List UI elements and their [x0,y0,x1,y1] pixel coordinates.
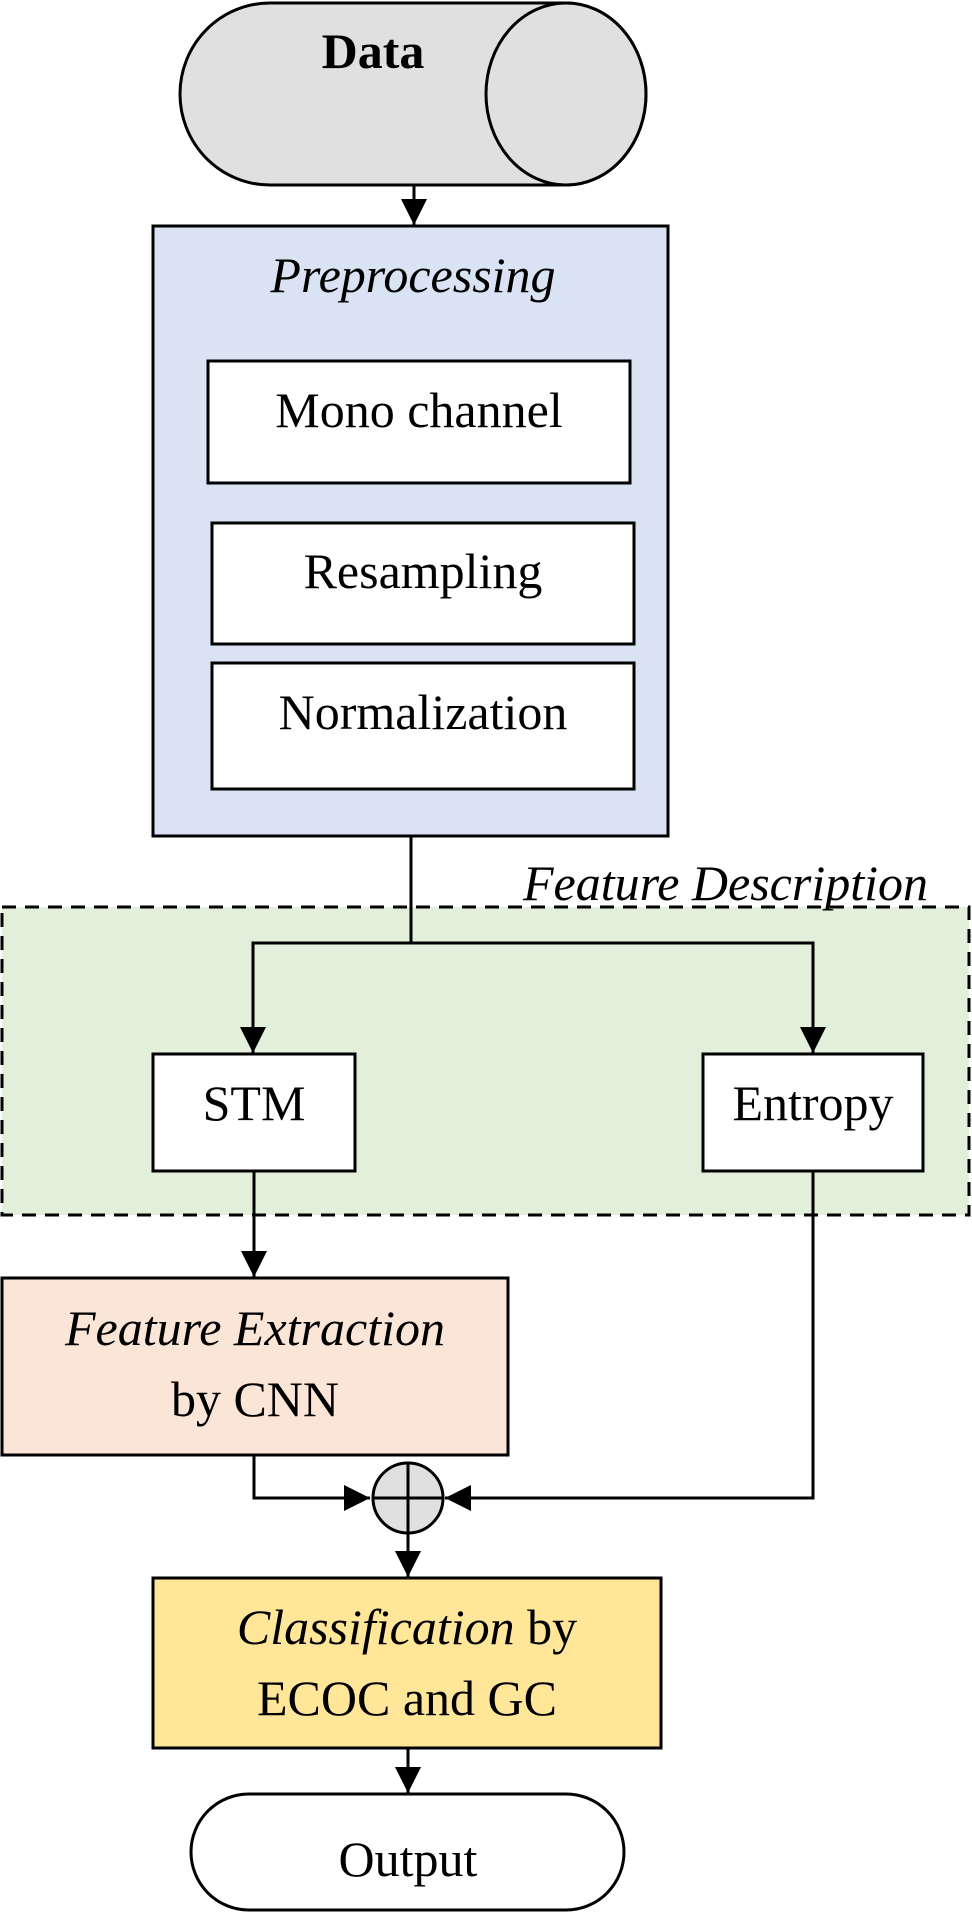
feature-extraction-title: Feature Extraction [64,1300,445,1356]
classification-title: Classification by [237,1599,577,1655]
feature-description-title: Feature Description [522,855,928,911]
step-resampling: Resampling [304,543,543,599]
feature-extraction-block: Feature Extraction by CNN [0,1276,510,1457]
classification-title-rest: by [515,1599,578,1655]
preprocessing-block: Preprocessing Mono channel Resampling No… [151,224,670,838]
entropy-node: Entropy [701,1052,925,1173]
classification-block: Classification by ECOC and GC [151,1576,663,1750]
feature-extraction-subtitle: by CNN [171,1371,339,1427]
arrow-entropy-to-sum [445,1171,815,1511]
output-label: Output [339,1831,478,1887]
step-normalization: Normalization [279,684,568,740]
data-node: Data [178,1,648,187]
step-resampling-box [210,521,636,646]
classification-title-italic: Classification [237,1599,515,1655]
data-label: Data [322,23,425,79]
step-mono-channel-box [206,359,632,485]
step-mono-channel: Mono channel [275,382,562,438]
split-connector [240,836,826,1053]
stm-node: STM [151,1052,357,1173]
classification-line2: ECOC and GC [257,1670,557,1726]
output-node: Output [189,1792,626,1912]
preprocessing-title: Preprocessing [269,247,555,303]
stm-label: STM [203,1075,306,1131]
arrow-extraction-to-sum [252,1455,370,1511]
entropy-label: Entropy [732,1075,893,1131]
sum-node [371,1461,445,1535]
step-normalization-box [210,661,636,791]
